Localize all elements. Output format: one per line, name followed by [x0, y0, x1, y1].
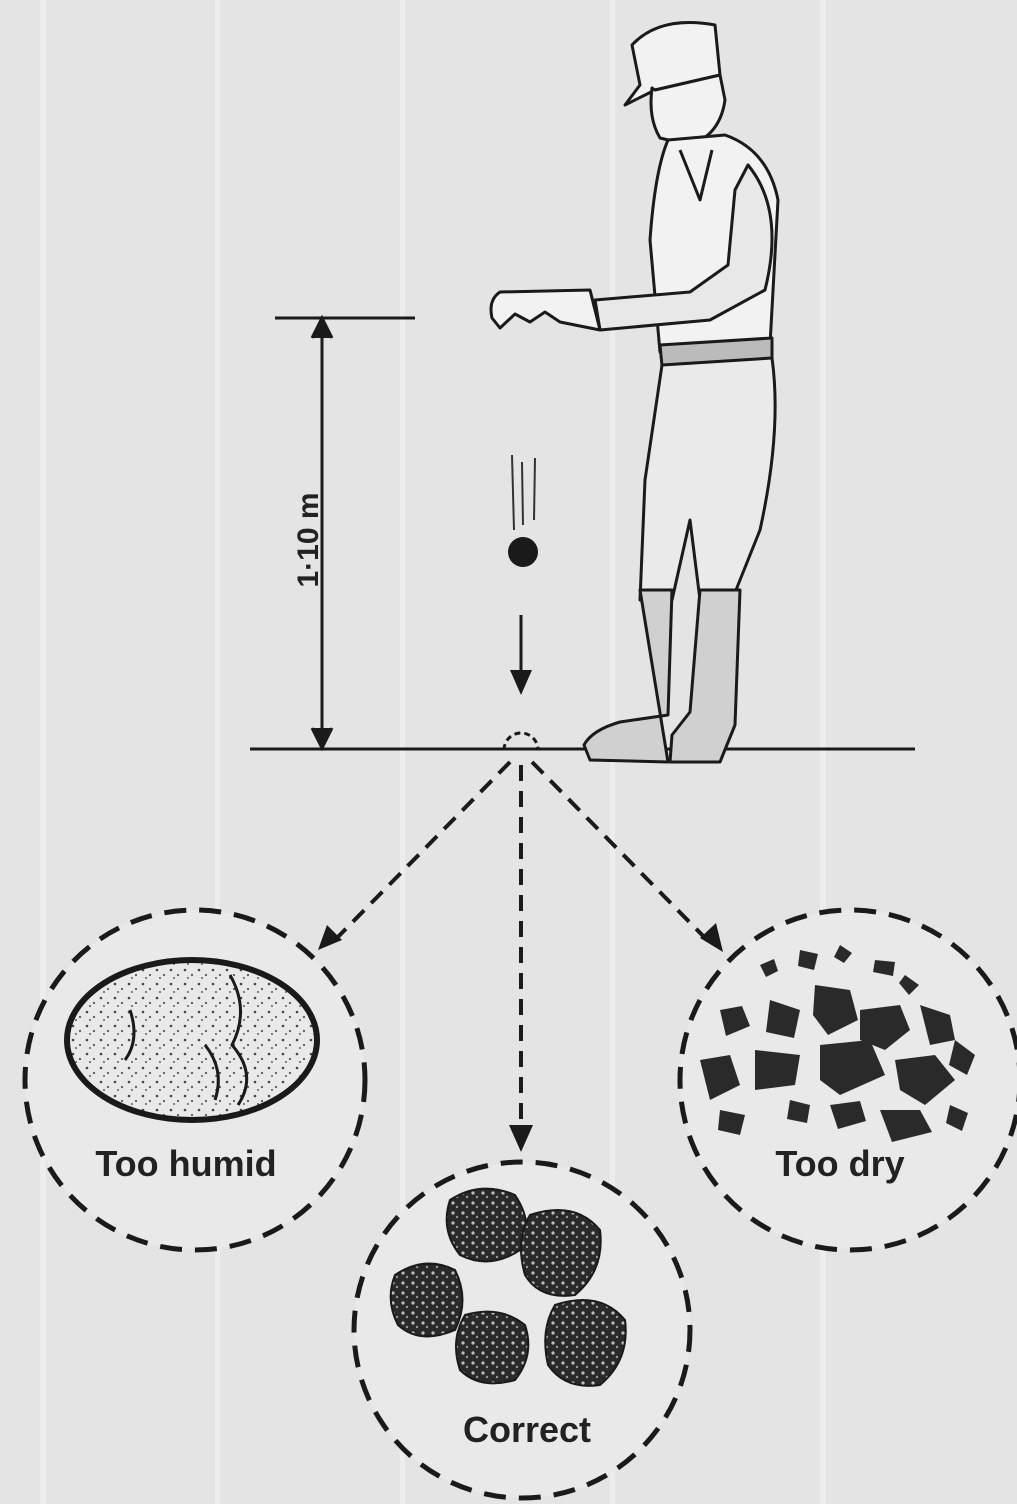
correct-circle: Correct	[354, 1162, 690, 1498]
too-humid-label: Too humid	[95, 1143, 276, 1184]
wet-soil-lump	[67, 960, 317, 1120]
falling-soil-ball	[504, 455, 538, 750]
too-humid-circle: Too humid	[25, 910, 365, 1250]
too-dry-label: Too dry	[775, 1143, 904, 1184]
too-dry-circle: Too dry	[680, 910, 1017, 1250]
man-figure	[491, 23, 778, 763]
correct-label: Correct	[463, 1409, 591, 1450]
outcome-arrows	[330, 762, 712, 1140]
height-label: 1·10 m	[292, 492, 325, 587]
